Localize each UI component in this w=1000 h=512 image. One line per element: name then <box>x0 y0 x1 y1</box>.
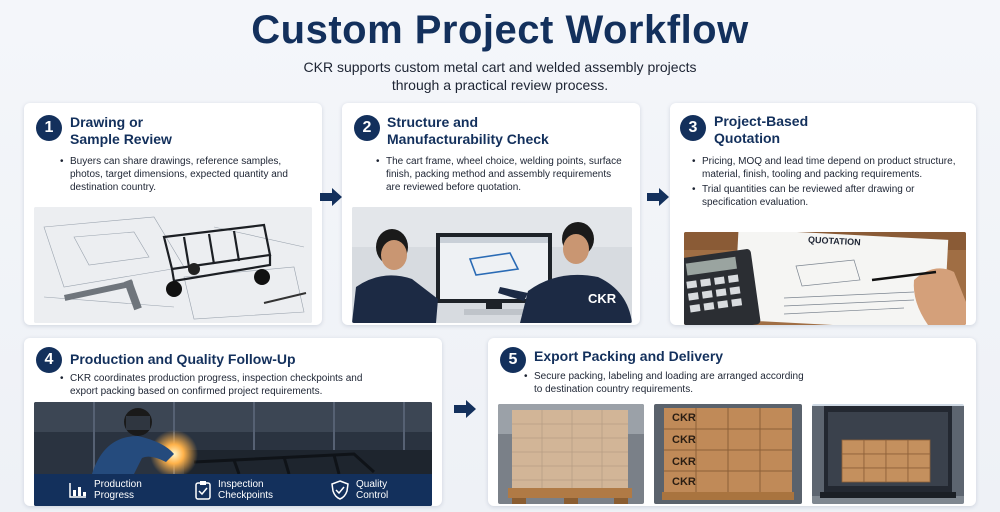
bullet-item: Secure packing, labeling and loading are… <box>524 370 804 396</box>
step-2-card: 2 Structure and Manufacturability Check … <box>342 103 640 325</box>
wrapped-pallet-illustration <box>498 404 644 504</box>
page-title: Custom Project Workflow <box>251 8 749 52</box>
step-number-badge: 4 <box>36 347 62 373</box>
step-bullets: The cart frame, wheel choice, welding po… <box>376 155 626 196</box>
bar-item-label: Production <box>94 479 142 490</box>
box-label: CKR <box>672 476 696 488</box>
step-title: Export Packing and Delivery <box>534 348 723 365</box>
bar-item-label: Progress <box>94 490 135 501</box>
step-title-line: Export Packing and Delivery <box>534 348 724 364</box>
step-3-card: 3 Project-Based Quotation Pricing, MOQ a… <box>670 103 976 325</box>
labeled-boxes-image: CKR CKR CKR CKR <box>654 404 802 504</box>
bar-item-label: Quality <box>356 479 388 490</box>
step-title: Structure and Manufacturability Check <box>387 114 549 148</box>
bullet-item: Buyers can share drawings, reference sam… <box>60 155 300 194</box>
step-number-badge: 5 <box>500 347 526 373</box>
step-1-card: 1 Drawing or Sample Review Buyers can sh… <box>24 103 322 325</box>
step-title-line: Project-Based <box>714 113 809 129</box>
drawing-review-image <box>34 207 312 323</box>
bar-item-label: Control <box>356 490 389 501</box>
production-status-bar: Production Progress Inspection Checkpoin… <box>34 474 432 506</box>
subtitle-line-2: through a practical review process. <box>391 77 609 93</box>
step-title-line: Quotation <box>714 130 781 146</box>
engineers-review-image: CKR <box>352 207 632 323</box>
pallet-stack-image <box>498 404 644 504</box>
step-5-card: 5 Export Packing and Delivery Secure pac… <box>488 338 976 506</box>
calculator-quotation-illustration <box>684 232 966 325</box>
engineers-at-computer-illustration <box>352 207 632 323</box>
box-label: CKR <box>672 412 696 424</box>
bar-item-label: Checkpoints <box>218 490 274 501</box>
chart-icon <box>69 483 86 498</box>
jacket-logo-text: CKR <box>588 291 617 306</box>
container-loading-image <box>812 404 964 504</box>
bar-item-label: Inspection <box>218 479 264 490</box>
bar-item-production: Production Progress <box>68 479 142 501</box>
step-bullets: CKR coordinates production progress, ins… <box>60 372 380 400</box>
step-title: Drawing or Sample Review <box>70 114 172 148</box>
bar-item-quality: Quality Control <box>330 479 388 501</box>
step-4-card: 4 Production and Quality Follow-Up CKR c… <box>24 338 442 506</box>
step-title-line: Sample Review <box>70 131 172 147</box>
step-title-line: Production and Quality Follow-Up <box>70 351 296 367</box>
arrow-right-icon <box>647 188 669 206</box>
step-title-line: Manufacturability Check <box>387 131 549 147</box>
step-title-line: Structure and <box>387 114 479 130</box>
step-bullets: Secure packing, labeling and loading are… <box>524 370 804 398</box>
arrow-right-icon <box>320 188 342 206</box>
step-bullets: Buyers can share drawings, reference sam… <box>60 155 300 196</box>
bar-item-inspection: Inspection Checkpoints <box>194 479 273 501</box>
quotation-image: QUOTATION <box>684 232 966 325</box>
bullet-item: Trial quantities can be reviewed after d… <box>692 183 968 209</box>
blueprint-cart-illustration <box>34 207 312 323</box>
labeled-boxes-illustration <box>654 404 802 504</box>
subtitle-line-1: CKR supports custom metal cart and welde… <box>303 59 697 75</box>
step-title-line: Drawing or <box>70 114 144 130</box>
shield-check-icon <box>331 480 349 500</box>
production-image: Production Progress Inspection Checkpoin… <box>34 402 432 506</box>
page-subtitle: CKR supports custom metal cart and welde… <box>250 58 750 94</box>
bullet-item: Pricing, MOQ and lead time depend on pro… <box>692 155 968 181</box>
box-label: CKR <box>672 434 696 446</box>
arrow-right-icon <box>454 400 476 418</box>
step-title: Project-Based Quotation <box>714 113 808 147</box>
box-label: CKR <box>672 456 696 468</box>
step-bullets: Pricing, MOQ and lead time depend on pro… <box>692 155 968 211</box>
clipboard-icon <box>195 481 211 500</box>
step-number-badge: 1 <box>36 115 62 141</box>
shipping-container-illustration <box>812 404 964 504</box>
step-number-badge: 3 <box>680 115 706 141</box>
bullet-item: The cart frame, wheel choice, welding po… <box>376 155 626 194</box>
step-title: Production and Quality Follow-Up <box>70 351 296 368</box>
bullet-item: CKR coordinates production progress, ins… <box>60 372 380 398</box>
step-number-badge: 2 <box>354 115 380 141</box>
